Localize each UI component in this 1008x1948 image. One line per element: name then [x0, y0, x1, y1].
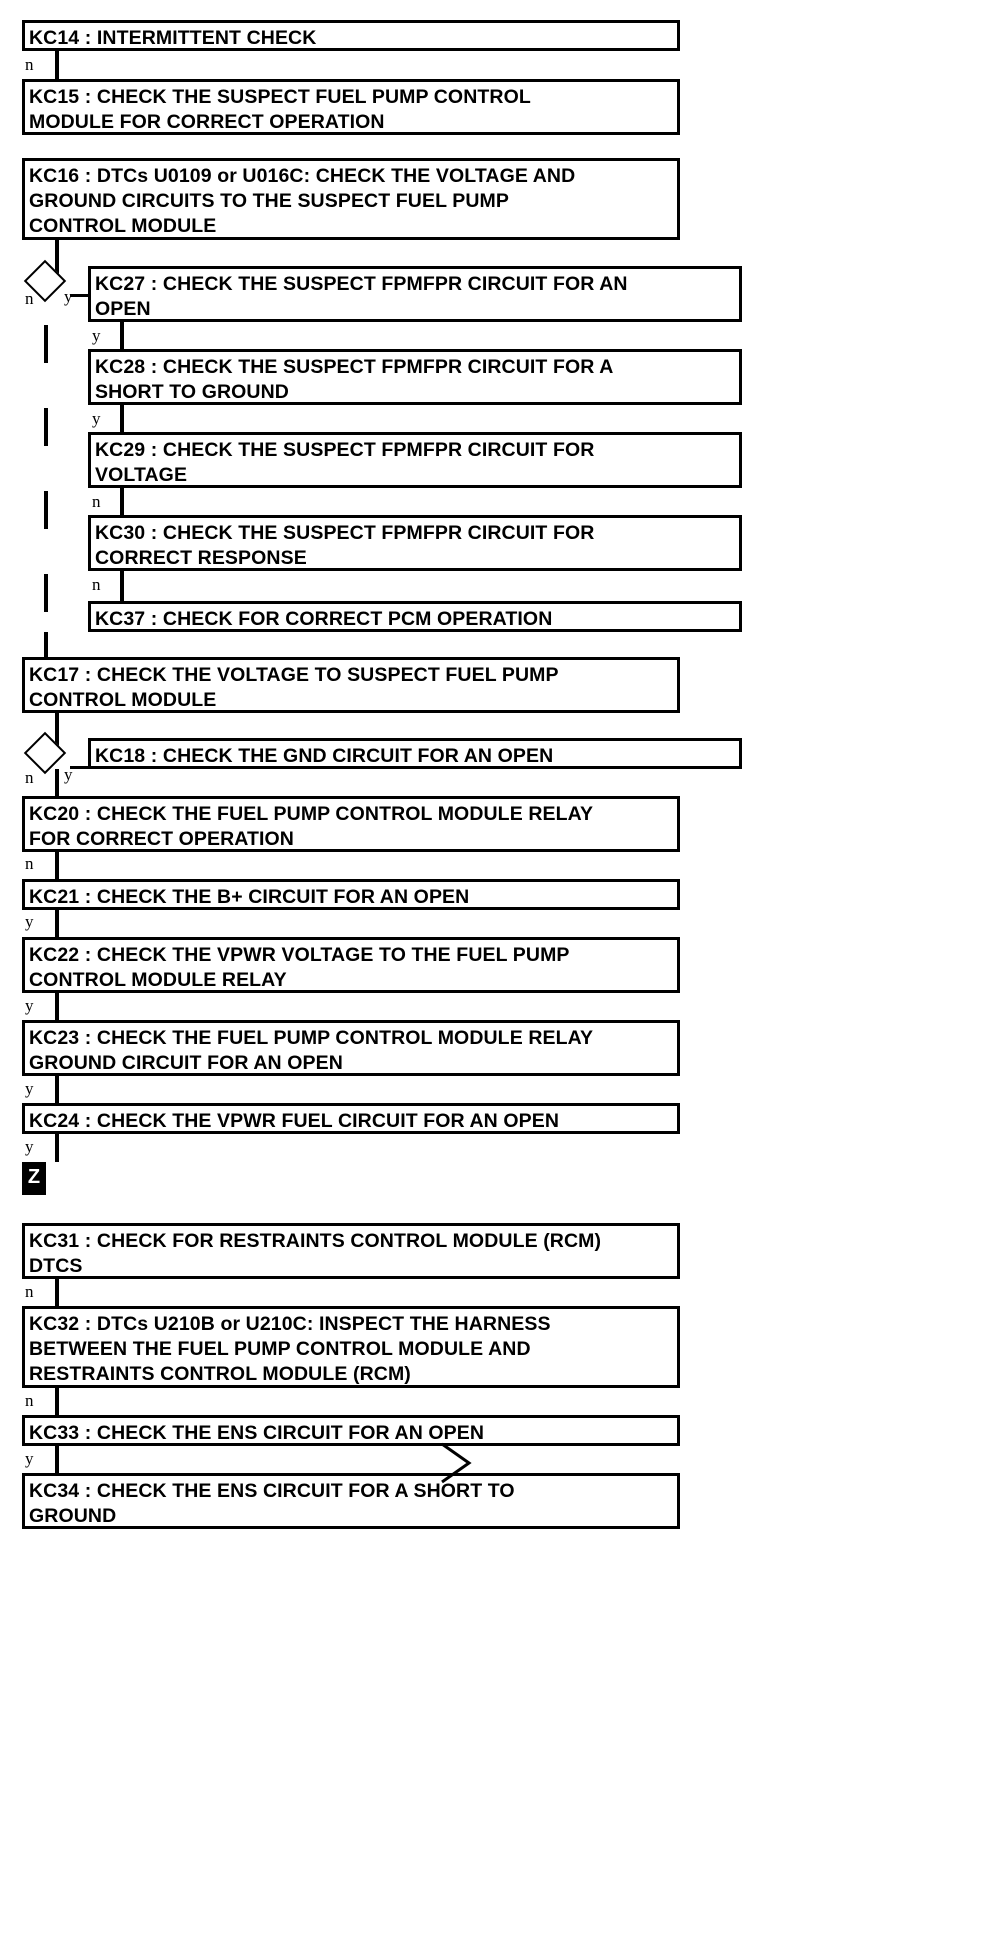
connector-vertical [44, 632, 48, 657]
branch-label-y: y [25, 996, 34, 1015]
process-node-kc34[interactable]: KC34 : CHECK THE ENS CIRCUIT FOR A SHORT… [22, 1473, 680, 1529]
connector-vertical [55, 1076, 59, 1103]
branch-label-y: y [25, 1079, 34, 1098]
connector-horizontal [70, 294, 90, 297]
branch-label-n: n [92, 492, 101, 511]
process-node-kc16[interactable]: KC16 : DTCs U0109 or U016C: CHECK THE VO… [22, 158, 680, 240]
branch-label-n: n [92, 575, 101, 594]
branch-label-n: n [25, 289, 34, 308]
process-node-kc17[interactable]: KC17 : CHECK THE VOLTAGE TO SUSPECT FUEL… [22, 657, 680, 713]
process-node-kc21[interactable]: KC21 : CHECK THE B+ CIRCUIT FOR AN OPEN [22, 879, 680, 910]
branch-label-y: y [64, 287, 73, 306]
process-node-kc31[interactable]: KC31 : CHECK FOR RESTRAINTS CONTROL MODU… [22, 1223, 680, 1279]
branch-label-n: n [25, 768, 34, 787]
branch-label-n: n [25, 1391, 34, 1410]
process-node-kc37[interactable]: KC37 : CHECK FOR CORRECT PCM OPERATION [88, 601, 742, 632]
connector-vertical [55, 713, 59, 753]
connector-vertical [120, 571, 124, 601]
branch-label-y: y [25, 912, 34, 931]
process-node-kc29[interactable]: KC29 : CHECK THE SUSPECT FPMFPR CIRCUIT … [88, 432, 742, 488]
process-node-kc14[interactable]: KC14 : INTERMITTENT CHECK [22, 20, 680, 51]
branch-label-n: n [25, 854, 34, 873]
connector-vertical [120, 322, 124, 349]
connector-vertical [55, 51, 59, 79]
connector-vertical [44, 574, 48, 612]
connector-vertical [55, 1134, 59, 1162]
connector-vertical [55, 852, 59, 879]
process-node-kc22[interactable]: KC22 : CHECK THE VPWR VOLTAGE TO THE FUE… [22, 937, 680, 993]
connector-vertical [55, 993, 59, 1020]
connector-vertical [120, 488, 124, 515]
process-node-kc15[interactable]: KC15 : CHECK THE SUSPECT FUEL PUMP CONTR… [22, 79, 680, 135]
branch-label-y: y [92, 326, 101, 345]
process-node-kc28[interactable]: KC28 : CHECK THE SUSPECT FPMFPR CIRCUIT … [88, 349, 742, 405]
branch-label-y: y [92, 409, 101, 428]
connector-vertical [44, 491, 48, 529]
terminator-z[interactable]: Z [22, 1162, 46, 1195]
branch-label-y: y [25, 1137, 34, 1156]
connector-vertical [44, 408, 48, 446]
process-node-kc32[interactable]: KC32 : DTCs U210B or U210C: INSPECT THE … [22, 1306, 680, 1388]
process-node-kc23[interactable]: KC23 : CHECK THE FUEL PUMP CONTROL MODUL… [22, 1020, 680, 1076]
branch-label-y: y [64, 765, 73, 784]
connector-vertical [120, 405, 124, 432]
connector-vertical [55, 1446, 59, 1473]
connector-vertical [44, 325, 48, 363]
process-node-kc20[interactable]: KC20 : CHECK THE FUEL PUMP CONTROL MODUL… [22, 796, 680, 852]
branch-label-n: n [25, 1282, 34, 1301]
branch-label-n: n [25, 55, 34, 74]
connector-horizontal [70, 766, 90, 769]
process-node-kc33[interactable]: KC33 : CHECK THE ENS CIRCUIT FOR AN OPEN [22, 1415, 680, 1446]
branch-label-y: y [25, 1449, 34, 1468]
connector-vertical [55, 910, 59, 937]
process-node-kc27[interactable]: KC27 : CHECK THE SUSPECT FPMFPR CIRCUIT … [88, 266, 742, 322]
process-node-kc30[interactable]: KC30 : CHECK THE SUSPECT FPMFPR CIRCUIT … [88, 515, 742, 571]
process-node-kc24[interactable]: KC24 : CHECK THE VPWR FUEL CIRCUIT FOR A… [22, 1103, 680, 1134]
connector-vertical [55, 240, 59, 281]
process-node-kc18[interactable]: KC18 : CHECK THE GND CIRCUIT FOR AN OPEN [88, 738, 742, 769]
connector-vertical [55, 769, 59, 796]
connector-vertical [55, 1279, 59, 1306]
connector-vertical [55, 1388, 59, 1415]
chevron-right-icon [441, 1442, 472, 1484]
